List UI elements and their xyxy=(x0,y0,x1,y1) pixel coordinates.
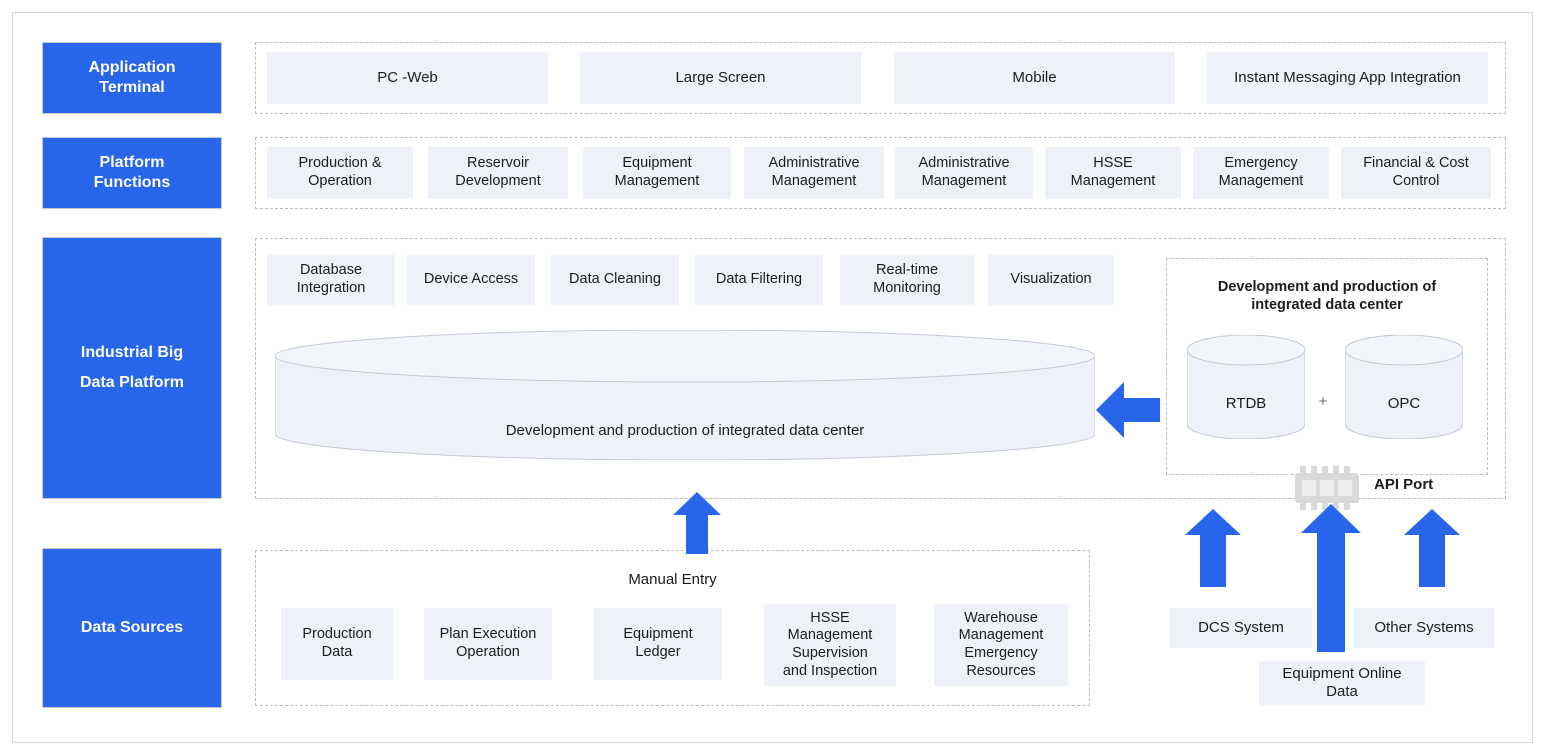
integrated-data-center-cylinder: Development and production of integrated… xyxy=(275,330,1095,460)
platform-function-tile-administrative-management-1[interactable]: Administrative Management xyxy=(744,147,884,199)
layer-label-industrial-big-data-platform[interactable]: Industrial Big Data Platform xyxy=(42,237,222,499)
data-source-tile-production-data[interactable]: Production Data xyxy=(281,608,393,680)
platform-function-tile-reservoir-development[interactable]: Reservoir Development xyxy=(428,147,568,199)
arrow-left-into-data-center xyxy=(1096,381,1160,439)
data-source-tile-dcs-system[interactable]: DCS System xyxy=(1170,608,1312,648)
rtdb-cylinder: RTDB xyxy=(1187,335,1305,439)
external-data-center-title: Development and production of integrated… xyxy=(1217,279,1437,314)
capability-tile-database-integration[interactable]: Database Integration xyxy=(267,255,395,305)
app-terminal-tile-instant-messaging-app-integration[interactable]: Instant Messaging App Integration xyxy=(1207,52,1488,104)
layer-label-application-terminal[interactable]: Application Terminal xyxy=(42,42,222,114)
integrated-data-center-label: Development and production of integrated… xyxy=(505,422,865,439)
data-source-tile-equipment-online-data[interactable]: Equipment Online Data xyxy=(1259,661,1425,705)
layer-label-data-sources[interactable]: Data Sources xyxy=(42,548,222,708)
api-port-label: API Port xyxy=(1374,476,1434,493)
opc-cylinder: OPC xyxy=(1345,335,1463,439)
arrow-up-dcs-system xyxy=(1185,509,1241,587)
manual-entry-title: Manual Entry xyxy=(628,571,717,588)
platform-function-tile-equipment-management[interactable]: Equipment Management xyxy=(583,147,731,199)
rtdb-label: RTDB xyxy=(1225,395,1267,412)
app-terminal-tile-pc-web[interactable]: PC -Web xyxy=(267,52,548,104)
capability-tile-device-access[interactable]: Device Access xyxy=(407,255,535,305)
app-terminal-tile-large-screen[interactable]: Large Screen xyxy=(580,52,861,104)
data-source-tile-warehouse-management-emergency-resources[interactable]: Warehouse Management Emergency Resources xyxy=(934,604,1068,686)
platform-function-tile-administrative-management-2[interactable]: Administrative Management xyxy=(895,147,1033,199)
chip-icon xyxy=(1286,466,1368,510)
platform-function-tile-production-operation[interactable]: Production & Operation xyxy=(267,147,413,199)
data-source-tile-other-systems[interactable]: Other Systems xyxy=(1354,608,1494,648)
platform-function-tile-hsse-management[interactable]: HSSE Management xyxy=(1045,147,1181,199)
app-terminal-tile-mobile[interactable]: Mobile xyxy=(894,52,1175,104)
opc-label: OPC xyxy=(1387,395,1421,412)
arrow-up-other-systems xyxy=(1404,509,1460,587)
data-source-tile-equipment-ledger[interactable]: Equipment Ledger xyxy=(594,608,722,680)
platform-function-tile-emergency-management[interactable]: Emergency Management xyxy=(1193,147,1329,199)
data-source-tile-plan-execution-operation[interactable]: Plan Execution Operation xyxy=(424,608,552,680)
capability-tile-visualization[interactable]: Visualization xyxy=(988,255,1114,305)
arrow-up-equipment-online-data xyxy=(1301,504,1361,652)
platform-function-tile-financial-cost-control[interactable]: Financial & Cost Control xyxy=(1341,147,1491,199)
data-source-tile-hsse-management-supervision-and-inspection[interactable]: HSSE Management Supervision and Inspecti… xyxy=(764,604,896,686)
plus-icon: + xyxy=(1318,393,1328,410)
capability-tile-data-filtering[interactable]: Data Filtering xyxy=(695,255,823,305)
layer-label-platform-functions[interactable]: Platform Functions xyxy=(42,137,222,209)
arrow-up-manual-entry-to-data-center xyxy=(673,492,721,554)
capability-tile-real-time-monitoring[interactable]: Real-time Monitoring xyxy=(840,255,974,305)
capability-tile-data-cleaning[interactable]: Data Cleaning xyxy=(551,255,679,305)
